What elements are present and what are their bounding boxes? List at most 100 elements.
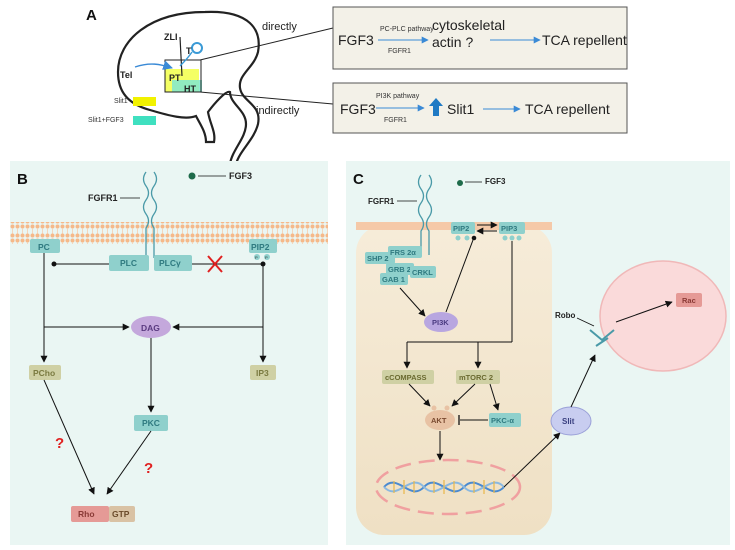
grb2-label: GRB 2 [388, 265, 411, 274]
direct-target-line1: cytoskeletal [432, 17, 505, 33]
direct-outcome: TCA repellent [542, 32, 627, 48]
c-fgfr1-strand-right [425, 174, 433, 255]
pkca-label: PKC-α [491, 416, 514, 425]
adaptor-to-pi3k-arrow [399, 287, 426, 317]
indirectly-label: indirectly [256, 105, 300, 117]
ht-fgf3-zone [172, 80, 202, 92]
pkc-node [134, 415, 168, 431]
pkca-node [489, 413, 521, 427]
akt-phospho-2 [444, 405, 450, 411]
shp2-node [365, 252, 395, 264]
c-pip2-node [451, 222, 475, 234]
tel-label: Tel [120, 70, 132, 80]
c-fgfr1-label: FGFR1 [368, 197, 395, 206]
rac-node [676, 293, 702, 307]
panel-b: B FGFR1 FGF3 PC PLC PLCγ PIP2 P P DAG [10, 161, 328, 545]
nuclear-envelope [374, 458, 522, 516]
gtp-node [109, 506, 135, 522]
frs2-node [388, 246, 422, 258]
robo-receptor-icon [589, 329, 615, 342]
indirect-receptor: FGFR1 [384, 117, 407, 124]
c-pip3-phospho-3 [516, 235, 522, 241]
gab1-label: GAB 1 [382, 275, 405, 284]
mtorc2-label: mTORC 2 [459, 373, 493, 382]
c-fgf3-ligand-icon [457, 180, 463, 186]
indirect-connector [199, 91, 334, 105]
brain-inset-box [164, 59, 202, 93]
shp2-label: SHP 2 [367, 254, 389, 263]
fgfr1-strand-left [142, 171, 150, 258]
rho-node [71, 506, 109, 522]
akt-label: AKT [431, 416, 447, 425]
direct-pathway-label: PC-PLC pathway [380, 26, 434, 33]
dna-base-pairs [393, 480, 495, 494]
thalamus-tract [179, 51, 193, 67]
direct-pathway-box [332, 6, 628, 70]
pkc-to-rho-arrow [106, 430, 152, 495]
c-pip3-label: PIP3 [501, 224, 517, 233]
indirect-pathway-label: PI3K pathway [376, 93, 420, 100]
dna-to-slit-arrow [503, 432, 561, 488]
fgfr1-strand-right [150, 171, 158, 258]
zli-line [179, 36, 183, 77]
robo-label: Robo [555, 311, 576, 320]
plcg-node [154, 255, 192, 271]
frs2-label: FRS 2α [390, 248, 416, 257]
mtorc2-to-akt-arrow [451, 383, 476, 407]
pi3k-pip-dot [471, 235, 477, 241]
grb2-node [386, 263, 414, 275]
pip2-node [249, 239, 277, 253]
legend-slit1-fgf3-label: Slit1+FGF3 [88, 117, 124, 124]
panel-b-background [10, 161, 328, 545]
dag-label: DAG [141, 323, 160, 333]
robo-pointer [576, 317, 595, 327]
question-mark-1: ? [55, 435, 64, 452]
c-pip2-label: PIP2 [453, 224, 469, 233]
c-pip3-phospho-2 [509, 235, 515, 241]
crkl-label: CRKL [412, 268, 433, 277]
robo-to-rac-arrow [615, 300, 673, 323]
akt-node [425, 410, 455, 430]
panel-a: A ZLI T Tel PT HT Slit1 Slit1+FGF3 direc… [86, 6, 628, 166]
thalamus-circle [191, 42, 203, 54]
pcho-node [29, 365, 61, 380]
panel-b-membrane [10, 222, 328, 244]
legend-slit1-fgf3-swatch [133, 116, 156, 125]
mtorc2-to-pkca-arrow [489, 383, 500, 411]
panel-a-letter: A [86, 7, 97, 24]
panel-b-letter: B [17, 171, 28, 188]
legend-slit1-label: Slit1 [114, 98, 128, 105]
pip2-p1-label: P [255, 255, 258, 260]
crkl-node [410, 266, 436, 278]
fgf3-label: FGF3 [229, 171, 252, 181]
c-fgf3-label: FGF3 [485, 177, 506, 186]
brain-outline [116, 10, 260, 166]
direct-fgf3: FGF3 [338, 32, 374, 48]
t-label: T [186, 46, 192, 56]
plc-node [109, 255, 149, 271]
plc-label: PLC [120, 258, 137, 268]
pt-label: PT [169, 73, 181, 83]
slit-label: Slit [562, 417, 575, 426]
rho-label: Rho [78, 509, 95, 519]
directly-label: directly [262, 21, 297, 33]
c-pip2-phospho-1 [455, 235, 461, 241]
c-pip3-phospho-1 [502, 235, 508, 241]
slit-to-robo-arrow [570, 354, 596, 408]
gtp-label: GTP [112, 509, 130, 519]
blocked-x-icon [207, 255, 223, 273]
ccompass-label: cCOMPASS [385, 373, 427, 382]
fgf3-ligand-icon [188, 172, 196, 180]
pip2-label: PIP2 [251, 242, 270, 252]
pi3k-label: PI3K [432, 318, 449, 327]
pi3k-node [424, 312, 458, 332]
question-mark-2: ? [144, 460, 153, 477]
ip3-node [250, 365, 276, 380]
pip2-phospho-2 [264, 254, 270, 260]
ccompass-node [382, 370, 434, 384]
target-cell [599, 260, 727, 372]
pc-node [30, 239, 60, 253]
pi3k-to-pip-link [445, 239, 474, 313]
gab1-node [380, 273, 408, 285]
